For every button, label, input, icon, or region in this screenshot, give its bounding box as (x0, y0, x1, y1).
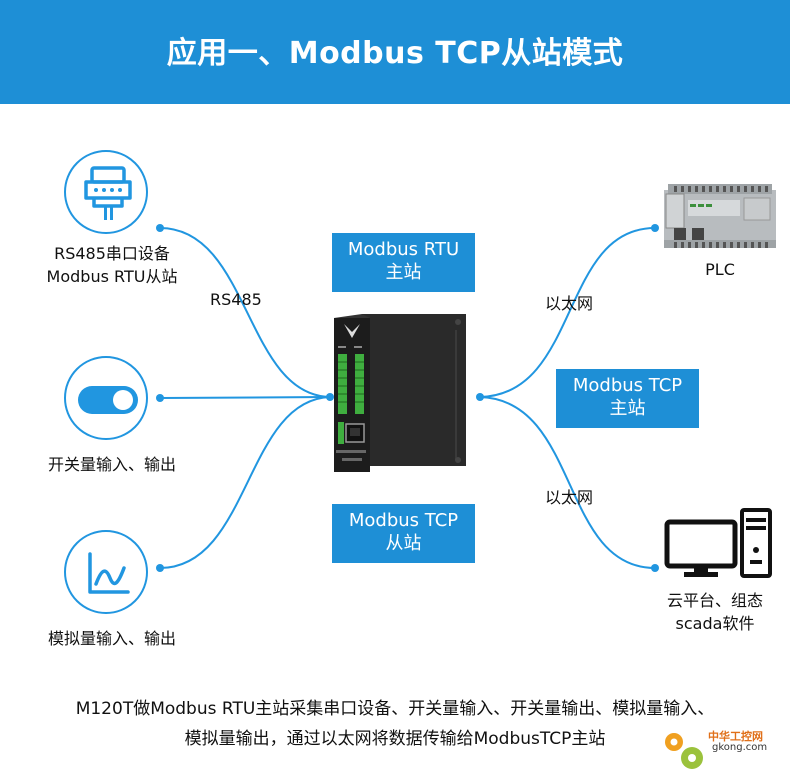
computer-icon (664, 508, 772, 578)
analog-chart-icon (88, 552, 130, 594)
page-title: 应用一、Modbus TCP从站模式 (166, 36, 624, 71)
rtu-master-box: Modbus RTU 主站 (332, 233, 475, 292)
link-rs485 (159, 227, 331, 398)
ethernet-label-bottom: 以太网 (545, 488, 594, 507)
watermark: 中华工控网 gkong.com (660, 722, 785, 776)
switch-io-node (64, 356, 148, 440)
toggle-switch-icon (78, 386, 138, 414)
plc-device-icon (664, 184, 776, 248)
link-switch (159, 396, 331, 399)
serial-device-label: RS485串口设备 Modbus RTU从站 (46, 244, 178, 286)
rs485-label: RS485 (210, 290, 262, 309)
serial-port-icon (84, 166, 132, 220)
switch-io-label: 开关量输入、输出 (47, 455, 176, 474)
analog-io-label: 模拟量输入、输出 (47, 629, 176, 648)
analog-io-node (64, 530, 148, 614)
link-plc (479, 227, 656, 398)
ethernet-label-top: 以太网 (545, 294, 594, 313)
serial-device-node (64, 150, 148, 234)
link-analog (159, 396, 331, 569)
io-module-device-icon (334, 314, 466, 472)
computer-label: 云平台、组态 scada软件 (666, 591, 763, 633)
link-computer (479, 396, 656, 569)
tcp-master-box: Modbus TCP 主站 (556, 369, 699, 428)
tcp-slave-box: Modbus TCP 从站 (332, 504, 475, 563)
description-text: M120T做Modbus RTU主站采集串口设备、开关量输入、开关量输出、模拟量… (75, 699, 715, 749)
plc-label: PLC (705, 260, 735, 279)
gear-logo-icon (665, 733, 703, 769)
header-banner: 应用一、Modbus TCP从站模式 (0, 0, 790, 104)
